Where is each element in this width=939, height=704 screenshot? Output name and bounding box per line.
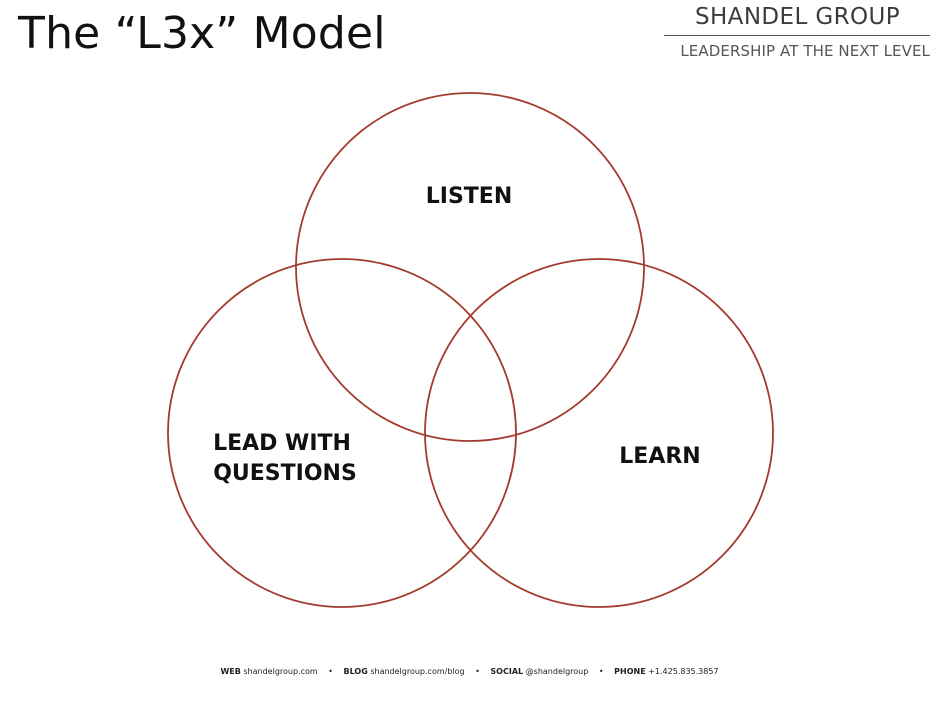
venn-label-lead-with-questions-line-2: QUESTIONS bbox=[213, 461, 357, 486]
brand-divider bbox=[664, 35, 930, 36]
footer-separator: • bbox=[328, 667, 333, 676]
footer-blog-link[interactable]: shandelgroup.com/blog bbox=[370, 667, 465, 676]
footer-phone-label: PHONE bbox=[614, 667, 646, 676]
footer-web-link[interactable]: shandelgroup.com bbox=[243, 667, 318, 676]
brand-logo: SHANDEL GROUP LEADERSHIP AT THE NEXT LEV… bbox=[664, 2, 930, 60]
footer-separator: • bbox=[475, 667, 480, 676]
brand-tagline: LEADERSHIP AT THE NEXT LEVEL bbox=[680, 42, 930, 60]
venn-label-learn: LEARN bbox=[619, 444, 700, 469]
footer-separator: • bbox=[598, 667, 604, 676]
footer-web-label: WEB bbox=[220, 667, 241, 676]
venn-circle-listen bbox=[295, 92, 645, 442]
footer-blog-label: BLOG bbox=[343, 667, 368, 676]
footer-social-link[interactable]: @shandelgroup bbox=[525, 667, 589, 676]
venn-label-lead-with-questions-line-1: LEAD WITH bbox=[213, 431, 351, 456]
venn-label-listen: LISTEN bbox=[426, 184, 513, 209]
brand-name: SHANDEL GROUP bbox=[694, 4, 900, 30]
footer-social-label: SOCIAL bbox=[490, 667, 524, 676]
footer-contact: WEB shandelgroup.com • BLOG shandelgroup… bbox=[0, 667, 939, 676]
slide-title: The “L3x” Model bbox=[18, 8, 386, 59]
venn-circle-lead-with-questions bbox=[167, 258, 517, 608]
venn-circle-learn bbox=[424, 258, 774, 608]
footer-phone-number[interactable]: +1.425.835.3857 bbox=[648, 667, 719, 676]
